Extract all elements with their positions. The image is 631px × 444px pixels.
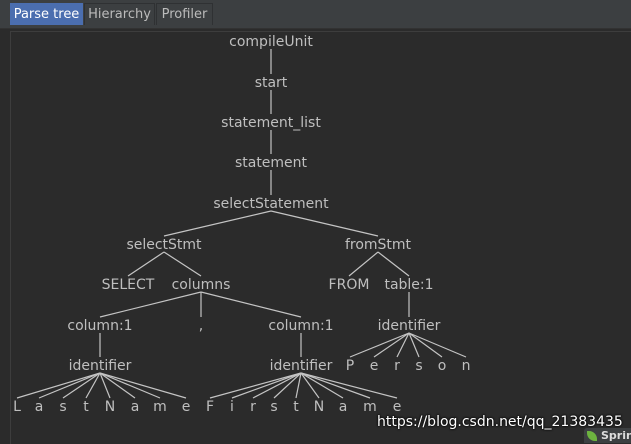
- tab-parse-tree[interactable]: Parse tree: [10, 3, 83, 25]
- tree-node-compileUnit[interactable]: compileUnit: [229, 34, 313, 50]
- tree-edge-identifier_b-f_e: [300, 372, 398, 399]
- tree-edge-selectStmt-columns: [163, 251, 202, 277]
- tree-node-l_m[interactable]: m: [153, 399, 167, 415]
- tree-edge-columns-column1b: [200, 291, 302, 318]
- tree-node-identifier_t[interactable]: identifier: [378, 318, 441, 334]
- tree-node-identifier_a[interactable]: identifier: [69, 358, 132, 374]
- tree-node-f_t[interactable]: t: [293, 399, 299, 415]
- tree-node-identifier_b[interactable]: identifier: [270, 358, 333, 374]
- tree-edge-fromStmt-table: [377, 251, 410, 277]
- spring-badge[interactable]: Sprin: [584, 428, 631, 443]
- tree-edge-identifier_t-p_P: [349, 332, 410, 358]
- tree-edge-identifier_t-p_o: [408, 332, 443, 358]
- tree-edge-identifier_b-f_a: [300, 372, 344, 399]
- tree-edge-identifier_b-f_r: [252, 372, 302, 399]
- tree-node-column1b[interactable]: column:1: [268, 318, 333, 334]
- tree-node-p_n[interactable]: n: [462, 358, 471, 374]
- tree-node-p_r[interactable]: r: [394, 358, 400, 374]
- tree-node-column1a[interactable]: column:1: [67, 318, 132, 334]
- tree-node-statement_list[interactable]: statement_list: [221, 115, 321, 131]
- watermark-url: https://blog.csdn.net/qq_21383435: [377, 414, 623, 430]
- tree-node-f_a[interactable]: a: [339, 399, 348, 415]
- tree-node-f_i[interactable]: i: [230, 399, 234, 415]
- tree-node-selectStmt[interactable]: selectStmt: [126, 237, 202, 253]
- tree-edge-identifier_b-f_N: [300, 372, 320, 399]
- tree-node-statement[interactable]: statement: [235, 155, 308, 171]
- tree-node-l_a2[interactable]: a: [131, 399, 140, 415]
- tree-node-l_s[interactable]: s: [59, 399, 66, 415]
- tree-node-l_N[interactable]: N: [105, 399, 115, 415]
- tree-node-l_e[interactable]: e: [182, 399, 191, 415]
- spring-leaf-icon: [587, 431, 597, 441]
- tree-edge-identifier_a-l_t: [85, 372, 101, 399]
- tree-edge-columns-column1a: [99, 291, 202, 318]
- tree-node-fromStmt[interactable]: fromStmt: [345, 237, 412, 253]
- tree-node-f_m[interactable]: m: [363, 399, 377, 415]
- tree-edge-identifier_b-f_i: [231, 372, 302, 399]
- tree-edge-selectStmt-select_kw: [127, 251, 165, 277]
- tree-node-l_L[interactable]: L: [13, 399, 21, 415]
- tree-edge-identifier_a-l_s: [62, 372, 101, 399]
- tree-node-p_P[interactable]: P: [346, 358, 354, 374]
- parse-tree-panel: [10, 31, 631, 444]
- tree-node-f_e[interactable]: e: [393, 399, 402, 415]
- tree-edge-identifier_t-p_n: [408, 332, 467, 358]
- tree-edge-identifier_a-l_e: [99, 372, 187, 399]
- tree-edge-identifier_b-f_s: [273, 372, 302, 399]
- tree-node-select_kw[interactable]: SELECT: [102, 277, 155, 293]
- tree-node-p_o[interactable]: o: [438, 358, 447, 374]
- tree-edge-selectStatement-selectStmt: [163, 210, 272, 237]
- tree-node-comma[interactable]: ,: [199, 318, 203, 334]
- tree-node-f_F[interactable]: F: [206, 399, 214, 415]
- tree-edge-identifier_b-f_F: [209, 372, 302, 399]
- tree-node-f_r[interactable]: r: [250, 399, 256, 415]
- tree-node-table[interactable]: table:1: [384, 277, 433, 293]
- tree-edge-identifier_t-p_r: [396, 332, 410, 358]
- spring-badge-label: Sprin: [601, 429, 631, 442]
- tree-edge-identifier_b-f_m: [300, 372, 371, 399]
- tree-node-from_kw[interactable]: FROM: [329, 277, 370, 293]
- tree-edge-selectStatement-fromStmt: [270, 210, 379, 237]
- tree-node-columns[interactable]: columns: [172, 277, 231, 293]
- tree-edge-identifier_t-p_s: [408, 332, 420, 358]
- tree-node-start[interactable]: start: [255, 75, 288, 91]
- tab-hierarchy[interactable]: Hierarchy: [84, 3, 155, 25]
- tree-node-selectStatement[interactable]: selectStatement: [213, 196, 329, 212]
- tool-window-tab-bar: Parse tree Hierarchy Profiler: [0, 0, 631, 29]
- tree-edge-identifier_b-f_t: [295, 372, 302, 399]
- tab-profiler[interactable]: Profiler: [156, 3, 213, 25]
- tree-node-l_t[interactable]: t: [83, 399, 89, 415]
- tree-edge-identifier_a-l_a2: [99, 372, 136, 399]
- tree-node-p_s[interactable]: s: [415, 358, 422, 374]
- tree-node-f_N[interactable]: N: [314, 399, 324, 415]
- tree-edge-identifier_t-p_e: [373, 332, 410, 358]
- tree-node-f_s[interactable]: s: [270, 399, 277, 415]
- tree-edge-fromStmt-from_kw: [348, 251, 379, 277]
- tree-node-p_e[interactable]: e: [370, 358, 379, 374]
- tree-node-l_a[interactable]: a: [35, 399, 44, 415]
- tree-edge-identifier_a-l_m: [99, 372, 161, 399]
- tree-edge-identifier_a-l_N: [99, 372, 111, 399]
- tree-edge-identifier_a-l_a: [38, 372, 101, 399]
- tree-edge-identifier_a-l_L: [16, 372, 101, 399]
